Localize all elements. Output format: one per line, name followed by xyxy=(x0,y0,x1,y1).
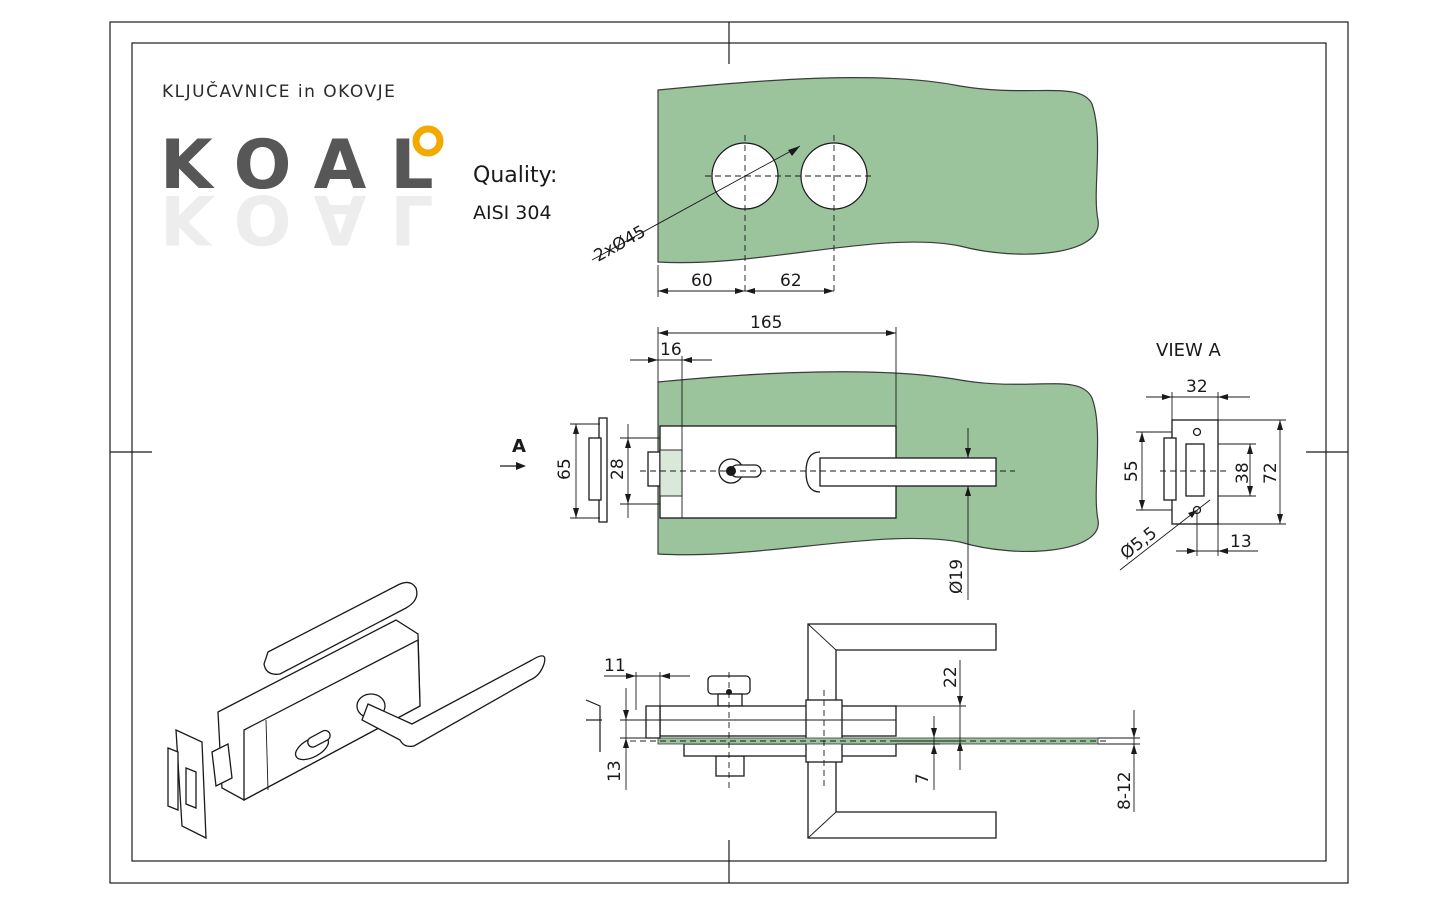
dim-28: 28 xyxy=(608,458,628,480)
hole-diameter-label: 2xØ45 xyxy=(591,222,650,267)
brand-logo: KOAL xyxy=(160,126,458,205)
dim-16: 16 xyxy=(660,340,682,360)
handle-diameter-label: Ø19 xyxy=(947,559,967,594)
dim-38: 38 xyxy=(1233,462,1253,484)
dim-22: 22 xyxy=(941,666,961,688)
material-grade: AISI 304 xyxy=(473,202,552,224)
brand-logo-reflection: KOAL xyxy=(160,179,458,258)
hole-5-5-label: Ø5,5 xyxy=(1117,523,1161,564)
brand-block: KLJUČAVNICE in OKOVJE KOAL KOAL Quality:… xyxy=(160,80,557,258)
side-view: 11 13 22 7 8-12 xyxy=(585,623,1140,839)
dim-32: 32 xyxy=(1186,377,1208,397)
glass-panel-top xyxy=(657,77,1099,264)
front-view: 165 16 Ø19 65 xyxy=(500,313,1099,600)
dim-72: 72 xyxy=(1261,462,1281,484)
dim-glass-thickness: 8-12 xyxy=(1115,771,1135,810)
drawing-frame xyxy=(109,21,1349,884)
dim-60: 60 xyxy=(691,271,713,291)
view-a-title: VIEW A xyxy=(1156,340,1222,361)
view-a: VIEW A 32 55 38 72 xyxy=(1117,340,1286,571)
dim-13-side: 13 xyxy=(605,760,625,782)
glass-strip-side xyxy=(657,737,1099,745)
dim-55: 55 xyxy=(1122,460,1142,482)
logo-accent-icon xyxy=(412,125,444,157)
dim-13-view-a: 13 xyxy=(1230,532,1252,552)
dim-11: 11 xyxy=(604,656,626,676)
top-view: 2xØ45 60 62 xyxy=(591,77,1099,297)
dim-165: 165 xyxy=(750,313,782,333)
view-arrow-icon xyxy=(516,462,526,470)
isometric-view xyxy=(167,581,546,840)
view-arrow-label: A xyxy=(512,436,526,457)
dim-7: 7 xyxy=(913,773,933,784)
quality-label: Quality: xyxy=(473,163,557,188)
dim-65: 65 xyxy=(555,458,575,480)
dim-62: 62 xyxy=(780,271,802,291)
brand-tagline: KLJUČAVNICE in OKOVJE xyxy=(162,80,396,102)
